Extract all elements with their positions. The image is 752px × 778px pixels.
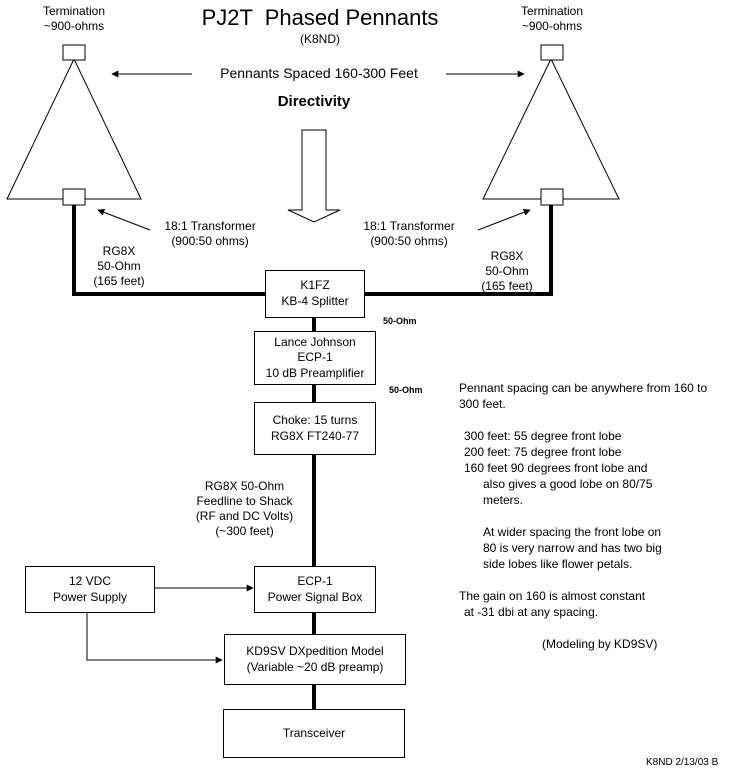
- left-pennant-triangle: [6, 57, 142, 200]
- left-termination-line-2: ~900-ohms: [43, 19, 105, 33]
- left-transformer-line-2: (900:50 ohms): [171, 234, 249, 248]
- right-transformer-line-1: 18:1 Transformer: [363, 219, 455, 233]
- right-termination-box: [540, 44, 564, 61]
- kd9sv-box: KD9SV DXpedition Model (Variable ~20 dB …: [224, 634, 406, 685]
- note-lobe-300: 300 feet: 55 degree front lobe: [464, 429, 622, 443]
- left-termination-box: [62, 44, 86, 61]
- directivity-arrow: [287, 129, 341, 223]
- right-termination-line-1: Termination: [520, 4, 584, 18]
- spacing-label: Pennants Spaced 160-300 Feet: [220, 65, 418, 81]
- note-wide-2: 80 is very narrow and has two big: [483, 541, 662, 555]
- splitter-line-1: K1FZ: [300, 278, 330, 293]
- kd9sv-line-2: (Variable ~20 dB preamp): [246, 659, 384, 674]
- feedline-line-4: (~300 feet): [215, 524, 274, 538]
- power-box-line-2: Power Signal Box: [267, 589, 363, 604]
- diagram-subtitle: (K8ND): [299, 32, 340, 46]
- right-cable-line-3: (165 feet): [481, 279, 533, 293]
- left-coax-run: [72, 205, 265, 296]
- left-transformer-line-1: 18:1 Transformer: [164, 219, 256, 233]
- left-termination-label: Termination ~900-ohms: [14, 4, 134, 34]
- feedline-label: RG8X 50-Ohm Feedline to Shack (RF and DC…: [182, 479, 307, 539]
- choke-box: Choke: 15 turns RG8X FT240-77: [254, 402, 376, 455]
- note-lobe-160: 160 feet 90 degrees front lobe and: [464, 461, 648, 475]
- preamp-line-2: ECP-1: [297, 350, 333, 365]
- feedline-line-2: Feedline to Shack: [196, 494, 293, 508]
- left-cable-label: RG8X 50-Ohm (165 feet): [84, 244, 154, 289]
- notes-block: Pennant spacing can be anywhere from 160…: [459, 380, 749, 652]
- note-spacing-1: Pennant spacing can be anywhere from 160…: [459, 381, 708, 395]
- choke-line-2: RG8X FT240-77: [270, 428, 360, 443]
- right-transformer-box: [540, 188, 564, 206]
- choke-line-1: Choke: 15 turns: [272, 412, 358, 427]
- right-pennant-triangle: [482, 57, 620, 200]
- right-termination-line-2: ~900-ohms: [521, 19, 583, 33]
- link-label-2: 50-Ohm: [389, 385, 423, 395]
- right-transformer-label: 18:1 Transformer (900:50 ohms): [345, 219, 473, 249]
- note-wide-1: At wider spacing the front lobe on: [483, 525, 662, 539]
- right-cable-line-2: 50-Ohm: [485, 264, 529, 278]
- splitter-box: K1FZ KB-4 Splitter: [265, 270, 365, 318]
- supply-line-2: Power Supply: [52, 589, 128, 604]
- transceiver-box: Transceiver: [223, 709, 405, 758]
- left-transformer-box: [62, 188, 86, 206]
- kd9sv-line-1: KD9SV DXpedition Model: [246, 643, 384, 658]
- transceiver-line-1: Transceiver: [282, 725, 346, 740]
- feedline-line-1: RG8X 50-Ohm: [204, 479, 285, 493]
- note-lobe-160-cont-1: also gives a good lobe on 80/75: [483, 477, 653, 491]
- feedline-line-3: (RF and DC Volts): [195, 509, 294, 523]
- splitter-line-2: KB-4 Splitter: [281, 294, 349, 308]
- diagram-title: PJ2T Phased Pennants: [201, 5, 439, 30]
- note-spacing-2: 300 feet.: [459, 397, 506, 411]
- power-signal-box: ECP-1 Power Signal Box: [254, 566, 376, 613]
- right-termination-label: Termination ~900-ohms: [492, 4, 612, 34]
- note-credit: (Modeling by KD9SV): [542, 637, 658, 651]
- preamp-box: Lance Johnson ECP-1 10 dB Preamplifier: [254, 331, 376, 385]
- note-lobe-200: 200 feet: 75 degree front lobe: [464, 445, 622, 459]
- link-label-1: 50-Ohm: [383, 316, 417, 326]
- preamp-line-3: 10 dB Preamplifier: [265, 365, 365, 380]
- note-lobe-160-cont-2: meters.: [483, 493, 524, 507]
- supply-to-kd9sv-arrow: [86, 612, 223, 664]
- left-cable-line-3: (165 feet): [93, 274, 145, 288]
- footer-stamp: K8ND 2/13/03 B: [646, 757, 719, 768]
- note-gain-1: The gain on 160 is almost constant: [459, 589, 646, 603]
- right-transformer-pointer: [477, 208, 531, 231]
- left-transformer-label: 18:1 Transformer (900:50 ohms): [146, 219, 274, 249]
- right-cable-line-1: RG8X: [490, 249, 524, 263]
- right-cable-label: RG8X 50-Ohm (165 feet): [472, 249, 542, 294]
- right-transformer-line-2: (900:50 ohms): [370, 234, 448, 248]
- left-transformer-pointer: [97, 208, 151, 231]
- left-termination-line-1: Termination: [42, 4, 106, 18]
- supply-line-1: 12 VDC: [68, 573, 112, 588]
- directivity-label: Directivity: [277, 93, 351, 110]
- preamp-line-1: Lance Johnson: [274, 334, 356, 349]
- note-gain-2: at -31 dbi at any spacing.: [464, 605, 599, 619]
- left-cable-line-1: RG8X: [102, 244, 136, 258]
- right-coax-run: [365, 205, 553, 296]
- supply-box: 12 VDC Power Supply: [25, 566, 155, 613]
- left-cable-line-2: 50-Ohm: [97, 259, 141, 273]
- power-box-line-1: ECP-1: [297, 573, 333, 588]
- note-wide-3: side lobes like flower petals.: [483, 557, 633, 571]
